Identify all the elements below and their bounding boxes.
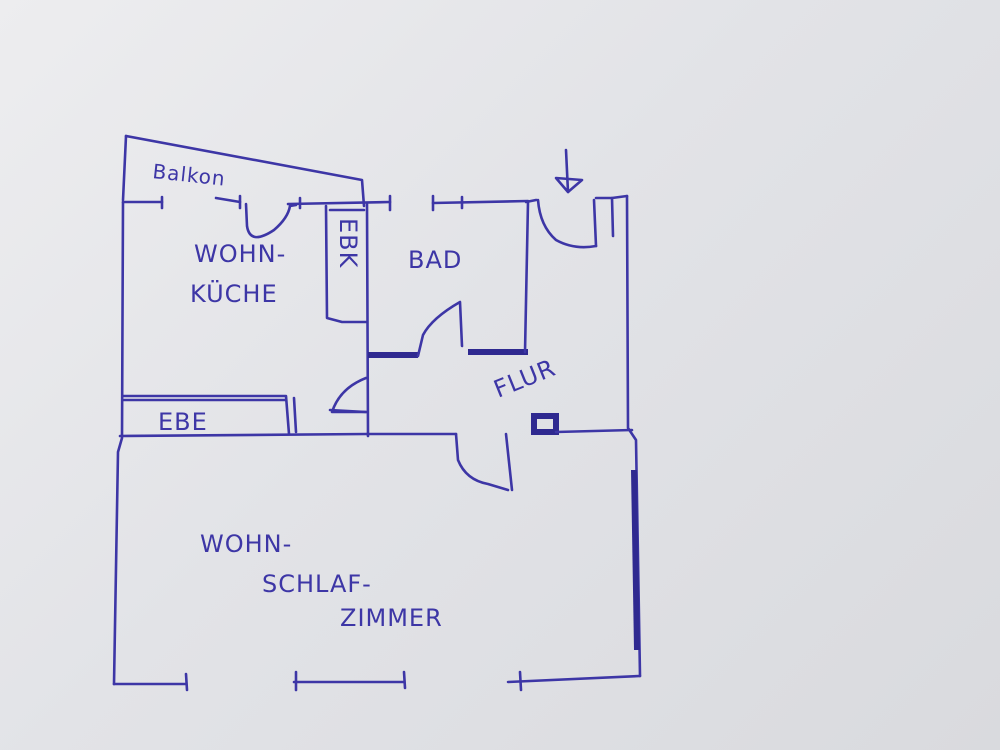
hall-door xyxy=(328,376,368,414)
middle-wall xyxy=(118,413,634,492)
kitchen-door xyxy=(244,202,298,239)
bottom-wall xyxy=(112,670,642,692)
bathroom-walls xyxy=(368,200,530,358)
entrance xyxy=(524,148,629,249)
ebk-cabinet xyxy=(324,202,370,438)
room-label-wohnkueche-1: WOHN- xyxy=(194,240,286,268)
room-label-balkon: Balkon xyxy=(151,159,226,191)
room-label-wohnschlaf-1: WOHN- xyxy=(200,530,292,558)
left-wall xyxy=(112,200,125,686)
room-label-wohnkueche-2: KÜCHE xyxy=(190,279,278,308)
ebe-storage xyxy=(121,394,298,436)
room-label-ebk: EBK xyxy=(334,218,362,269)
room-label-flur: FLUR xyxy=(490,354,560,404)
room-label-wohnschlaf-2: SCHLAF- xyxy=(262,570,372,598)
room-label-wohnschlaf-3: ZIMMER xyxy=(340,604,443,632)
right-wall-thick xyxy=(631,469,640,651)
room-label-ebe: EBE xyxy=(158,408,208,436)
top-wall xyxy=(121,194,530,212)
room-label-bad: BAD xyxy=(408,246,462,274)
balcony-outline xyxy=(121,134,366,208)
